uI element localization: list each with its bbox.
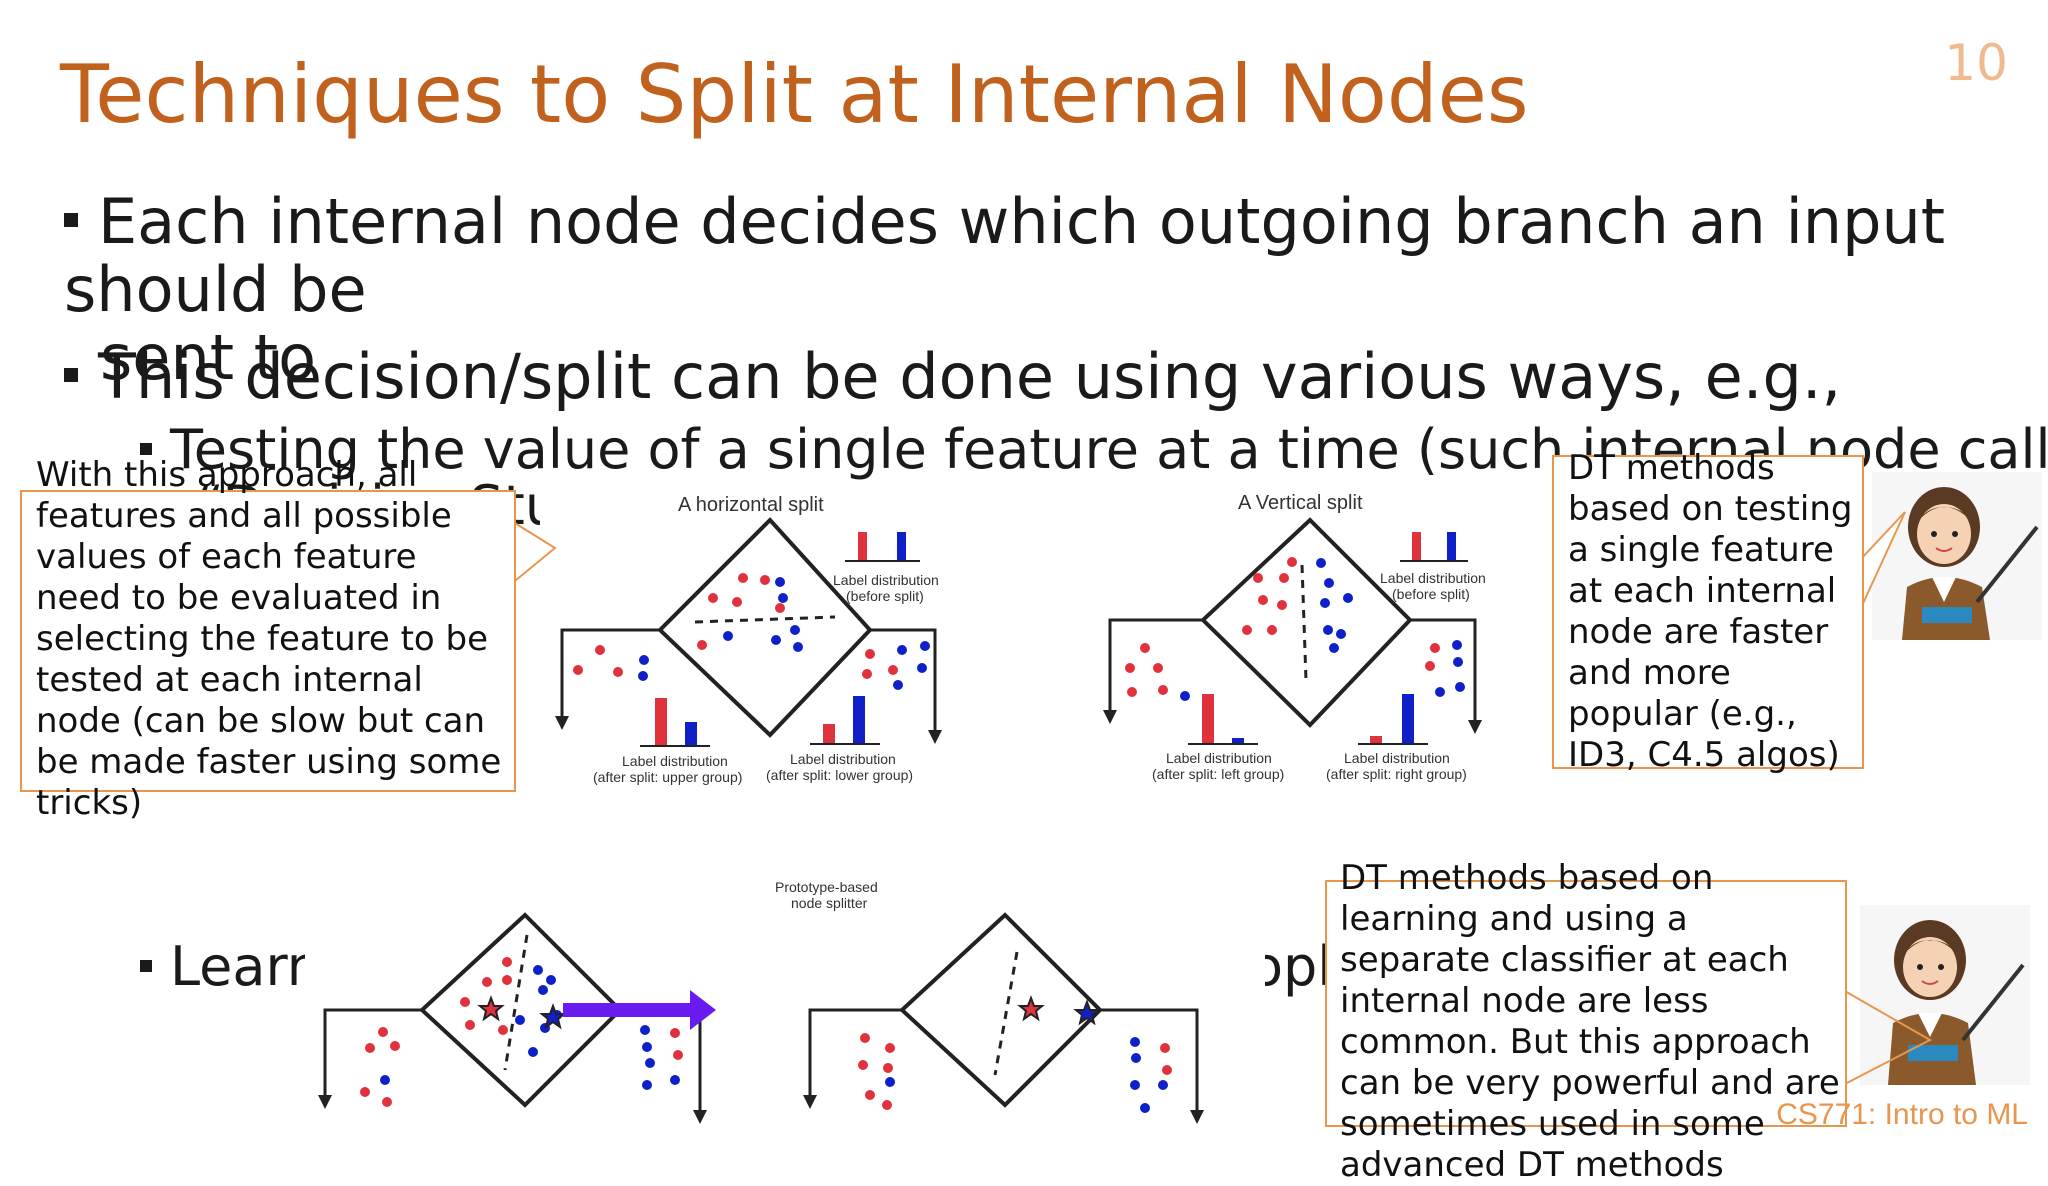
prototype-label-line-1: Prototype-based <box>775 879 878 895</box>
bullet-marker <box>64 367 78 382</box>
bullet-1-line-1: Each internal node decides which outgoin… <box>64 185 1946 326</box>
right-callout-text: DT methods based on testing a single fea… <box>1568 448 1853 775</box>
teacher-avatar-bottom <box>1860 905 2030 1085</box>
bullet-marker <box>140 960 152 973</box>
label-left-line-2: (after split: left group) <box>1152 766 1284 782</box>
callout-pointers <box>509 511 1933 1086</box>
label-lower-line-2: (after split: lower group) <box>766 767 913 783</box>
bullet-marker <box>64 212 78 227</box>
label-upper-line-2: (after split: upper group) <box>593 769 742 785</box>
label-before-line-2: (before split) <box>846 588 924 604</box>
bullet-2-text: This decision/split can be done using va… <box>98 340 1842 413</box>
left-callout-text: With this approach, all features and all… <box>36 455 502 823</box>
horizontal-split-title: A horizontal split <box>678 494 824 516</box>
label-upper-line-1: Label distribution <box>622 753 728 769</box>
label-before-line-2: (before split) <box>1392 586 1470 602</box>
sub-bullet-2-text: Learn <box>170 935 321 998</box>
prototype-label-line-2: node splitter <box>791 895 868 911</box>
label-lower-line-1: Label distribution <box>790 751 896 767</box>
bullet-1: Each internal node decides which outgoin… <box>64 188 2004 392</box>
footer-course-label: CS771: Intro to ML <box>1776 1098 2028 1131</box>
bullet-2: This decision/split can be done using va… <box>64 340 1841 413</box>
slide-title: Techniques to Split at Internal Nodes <box>60 48 1529 141</box>
bullet-marker <box>140 443 152 456</box>
bullet-1-line-2: sent to <box>100 321 317 394</box>
page-number: 10 <box>1944 34 2008 92</box>
label-before-line-1: Label distribution <box>1380 570 1486 586</box>
label-before-line-1: Label distribution <box>833 572 939 588</box>
learned-splitter-figure: Prototype-based node splitter <box>305 870 1265 1140</box>
teacher-avatar-top <box>1872 472 2042 640</box>
sub-bullet-1: Testing the value of a single feature at… <box>140 418 2048 481</box>
bottom-callout-box <box>1325 880 1847 1127</box>
vertical-split-title: A Vertical split <box>1238 492 1363 514</box>
vertical-split-figure: A Vertical split Label distribution (bef… <box>1100 480 1530 800</box>
left-callout-box <box>20 490 516 792</box>
label-right-line-1: Label distribution <box>1344 750 1450 766</box>
right-callout-box <box>1552 455 1864 769</box>
horizontal-split-figure: A horizontal split Label distribution (b… <box>540 480 960 800</box>
sub-bullet-2: Learn <box>140 935 321 998</box>
label-right-line-2: (after split: right group) <box>1326 766 1467 782</box>
bottom-callout-text: DT methods based on learning and using a… <box>1340 858 1840 1185</box>
label-left-line-1: Label distribution <box>1166 750 1272 766</box>
